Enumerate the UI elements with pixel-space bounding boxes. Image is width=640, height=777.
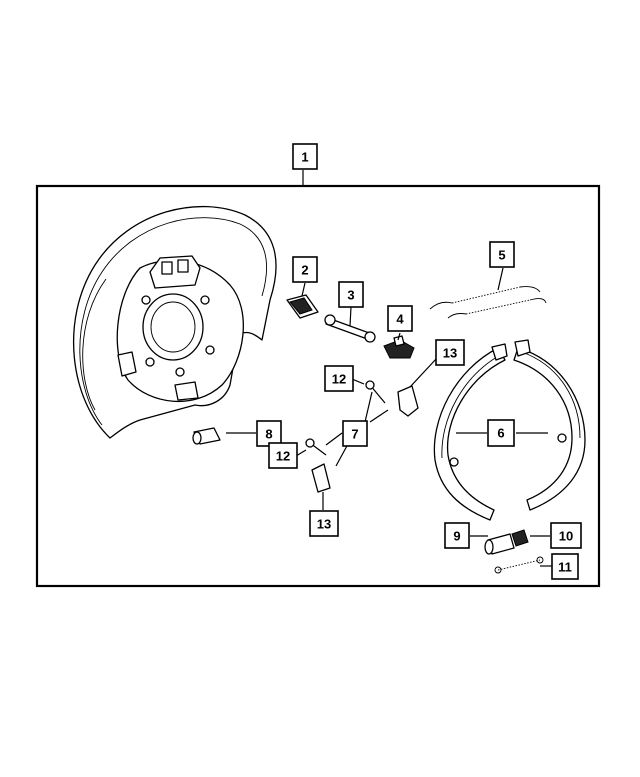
callout-5: 5 (489, 241, 515, 268)
callout-6: 6 (487, 419, 515, 447)
part-6-shoes (433, 339, 586, 521)
callout-11: 11 (551, 553, 579, 580)
assembly-frame (35, 184, 601, 588)
leader-7a (364, 391, 373, 423)
svg-text:13: 13 (317, 517, 331, 532)
svg-text:6: 6 (497, 426, 504, 441)
svg-text:5: 5 (498, 248, 505, 263)
callout-13-upper: 13 (435, 339, 465, 366)
leader-7c (335, 443, 349, 467)
callout-9: 9 (444, 522, 470, 549)
leader-12a (351, 378, 365, 385)
backing-plate (72, 205, 277, 439)
leader-7b (325, 432, 343, 446)
callout-1: 1 (292, 143, 318, 170)
leader-7d (369, 409, 389, 423)
part-4-lever (383, 335, 415, 359)
callout-7: 7 (342, 420, 368, 447)
callout-2: 2 (292, 256, 318, 283)
callout-12-upper: 12 (324, 365, 354, 392)
leader-5 (497, 267, 504, 291)
svg-text:10: 10 (559, 529, 573, 544)
svg-text:2: 2 (301, 263, 308, 278)
part-8-plug (192, 427, 221, 445)
callout-10: 10 (550, 522, 582, 549)
leader-13a (409, 357, 438, 388)
part-11-spring (494, 556, 544, 574)
part-5-springs (429, 286, 547, 319)
svg-text:11: 11 (558, 560, 572, 575)
svg-text:8: 8 (265, 427, 272, 442)
part-3-strut (324, 314, 376, 343)
callout-3: 3 (338, 281, 364, 308)
svg-text:12: 12 (332, 372, 346, 387)
callout-4: 4 (387, 305, 413, 332)
svg-text:9: 9 (453, 529, 460, 544)
svg-text:7: 7 (351, 427, 358, 442)
svg-text:12: 12 (276, 449, 290, 464)
svg-text:13: 13 (443, 346, 457, 361)
leader-2 (301, 282, 306, 297)
callout-13-lower: 13 (309, 510, 339, 537)
svg-text:3: 3 (347, 288, 354, 303)
part-2-block (286, 294, 319, 319)
svg-text:4: 4 (396, 312, 404, 327)
part-9-10-adjuster (484, 529, 529, 555)
leader-4 (397, 332, 401, 341)
callout-12-lower: 12 (268, 442, 298, 469)
svg-text:1: 1 (301, 150, 308, 165)
callout-8: 8 (256, 420, 282, 447)
part-7-hold-down-pin (305, 380, 419, 493)
leader-3 (349, 306, 352, 327)
